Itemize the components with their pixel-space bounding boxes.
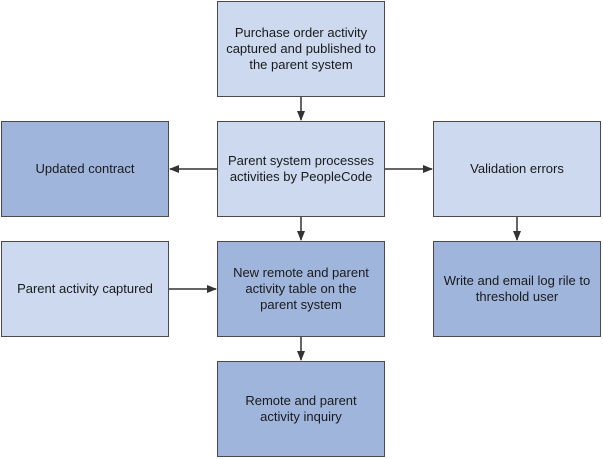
node-purchase-order-label: Purchase order activity captured and pub… — [226, 25, 376, 72]
node-purchase-order: Purchase order activity captured and pub… — [217, 1, 385, 97]
node-activity-inquiry: Remote and parent activity inquiry — [217, 361, 385, 457]
node-updated-contract: Updated contract — [1, 121, 169, 217]
node-write-email-log-label: Write and email log rile to threshold us… — [443, 273, 591, 304]
node-new-activity-table-label: New remote and parent activity table on … — [233, 265, 369, 312]
node-new-activity-table: New remote and parent activity table on … — [217, 241, 385, 337]
node-parent-activity-captured: Parent activity captured — [1, 241, 169, 337]
node-parent-processes-label: Parent system processes activities by Pe… — [228, 153, 374, 184]
node-validation-errors: Validation errors — [433, 121, 601, 217]
node-activity-inquiry-label: Remote and parent activity inquiry — [245, 393, 357, 424]
node-parent-processes: Parent system processes activities by Pe… — [217, 121, 385, 217]
node-parent-activity-captured-label: Parent activity captured — [17, 281, 153, 296]
node-updated-contract-label: Updated contract — [35, 161, 135, 176]
node-write-email-log: Write and email log rile to threshold us… — [433, 241, 601, 337]
node-validation-errors-label: Validation errors — [470, 161, 564, 176]
